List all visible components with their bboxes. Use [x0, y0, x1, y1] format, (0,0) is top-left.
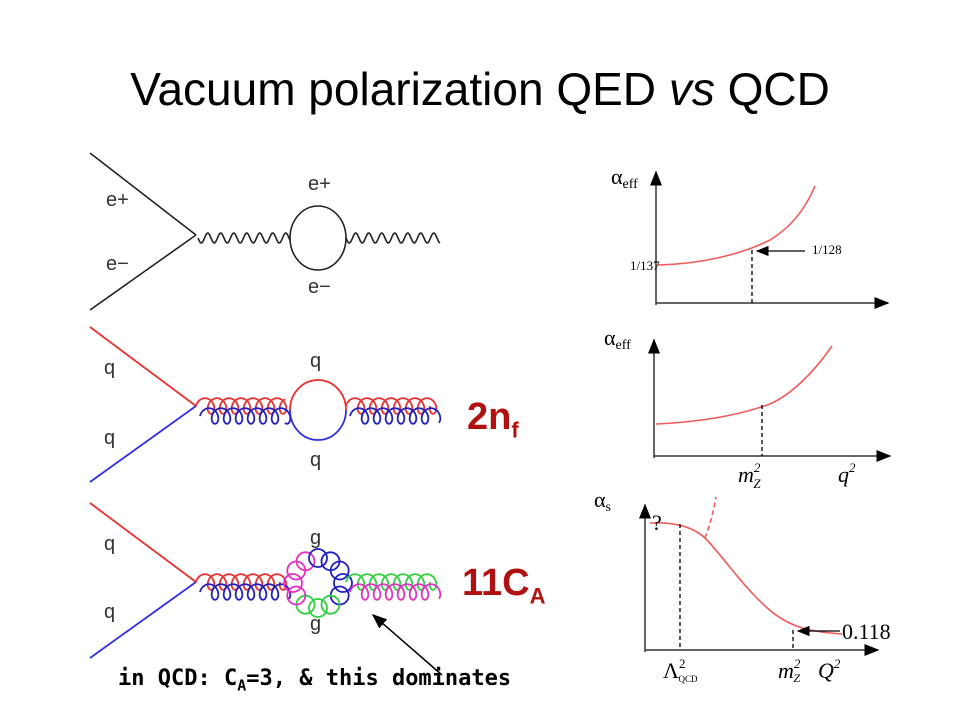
qed-photon-left: [197, 232, 291, 244]
gluon-loop-curl: [286, 585, 307, 606]
gluon3-right-magenta: [349, 583, 442, 601]
plot1-curve: [657, 185, 816, 266]
plot2-q-main: q: [838, 462, 849, 487]
factor-11ca-sub: A: [529, 583, 546, 609]
gluon-loop-curl: [320, 594, 341, 615]
plot2-ylabel-main: α: [604, 325, 616, 350]
gluon3-right-green: [345, 573, 438, 591]
factor-11ca-main: 11C: [462, 562, 530, 604]
gluon3-left-blue: [199, 583, 292, 601]
qed-photon-right: [345, 232, 441, 244]
factor-2nf-sub: f: [511, 417, 519, 443]
plot1-ylabel-main: α: [611, 164, 623, 189]
gluon-loop-curl: [283, 573, 303, 593]
plot3-mz-sub: Z: [793, 671, 800, 685]
plot2-mz-sub: Z: [753, 476, 761, 491]
plot3-lambda-sup: 2: [679, 656, 686, 671]
plot3-q-sup: 2: [834, 656, 841, 671]
plot2-mz-main: m: [738, 462, 754, 487]
gluon-loop: [283, 548, 353, 618]
gluon3-left-red: [195, 573, 288, 591]
quark-label-top: q: [104, 357, 115, 379]
gluon-right-blue: [349, 407, 442, 425]
plot3-ylabel-main: α: [594, 487, 606, 512]
slide-title: Vacuum polarization QED vs QCD: [0, 62, 960, 116]
plot3-question: ?: [652, 510, 662, 535]
plot3-lambda-main: Λ: [663, 658, 679, 683]
qed-electron-line-top: [89, 152, 197, 236]
qed-electron-loop: [289, 205, 347, 271]
plot1-y-low: 1/137: [630, 258, 660, 273]
plot1-y-high: 1/128: [812, 242, 842, 257]
gluon-diag-quark-top: [89, 502, 197, 583]
plot3-ylabel: αs: [594, 487, 611, 515]
gluon-left-blue: [199, 407, 292, 425]
plot3-value: 0.118: [842, 619, 891, 644]
title-italic: vs: [668, 63, 715, 115]
qcd-note: in QCD: CA=3, & this dominates: [118, 666, 511, 694]
gluon-diag-quark-bottom: [89, 581, 197, 659]
gluon-loop-curl: [308, 598, 328, 618]
quark-loop-bottom: [289, 409, 347, 441]
qcd-gluon-diagram: q q g g: [89, 502, 443, 676]
title-pre: Vacuum polarization QED: [130, 63, 669, 115]
note-post: =3, & this dominates: [246, 666, 512, 691]
qed-loop-label-bottom: e−: [308, 276, 331, 298]
quark-loop-top: [289, 379, 347, 411]
quark-line-top: [89, 326, 197, 407]
qed-diagram: e+ e− e+ e−: [89, 152, 441, 311]
title-post: QCD: [714, 63, 830, 115]
gluon-left-red: [195, 397, 288, 415]
plot2-curve: [655, 345, 833, 425]
plot3-curve: [649, 522, 843, 635]
plot2-ylabel-sub: eff: [616, 338, 632, 353]
factor-11ca: 11CA: [462, 562, 546, 610]
factor-2nf-main: 2n: [467, 396, 512, 438]
qcd-quark-diagram: q q q q: [89, 326, 442, 483]
plot2-q-sup: 2: [849, 460, 856, 475]
quark-loop-label-top: q: [310, 350, 321, 372]
note-pre: in QCD: C: [118, 666, 238, 691]
plot2-ylabel: αeff: [604, 325, 631, 353]
plot2-mz-sup: 2: [754, 460, 761, 475]
plot3-lambda-sub: QCD: [678, 674, 698, 684]
plot1-ylabel: αeff: [611, 164, 638, 192]
qed-electron-line-bottom: [89, 234, 197, 311]
plot3-q-main: Q: [818, 658, 834, 683]
plot3-mz-main: m: [778, 658, 794, 683]
gluon-loop-curl: [308, 548, 328, 568]
gluon-diag-quark-label-bottom: q: [104, 601, 115, 623]
plot3-perturbative-dashed: [704, 496, 717, 539]
gluon-loop-curl: [295, 551, 316, 572]
gluon-loop-label-bottom: g: [310, 613, 321, 635]
plot1-ylabel-sub: eff: [623, 177, 639, 192]
plot3-x-axis-label: Q2: [818, 656, 841, 683]
quark-line-bottom: [89, 405, 197, 483]
qed-loop-label-top: e+: [308, 173, 331, 195]
qed-label-e-minus: e−: [106, 253, 129, 275]
gluon-loop-curl: [329, 560, 350, 581]
plot3-mz-sup: 2: [794, 656, 801, 671]
gluon-loop-curl: [333, 573, 353, 593]
quark-label-bottom: q: [104, 427, 115, 449]
note-arrow: [371, 614, 443, 676]
plot-qed: αeff 1/137 1/128: [611, 164, 890, 309]
note-sub: A: [237, 676, 247, 695]
factor-2nf: 2nf: [467, 396, 519, 444]
plot2-x-axis-label: q2: [838, 460, 856, 487]
plot3-ylabel-sub: s: [606, 500, 611, 515]
gluon-right-red: [345, 397, 438, 415]
gluon-loop-label-top: g: [310, 527, 321, 549]
quark-loop-label-bottom: q: [310, 449, 321, 471]
gluon-diag-quark-label-top: q: [104, 533, 115, 555]
qed-label-e-plus: e+: [106, 189, 129, 211]
